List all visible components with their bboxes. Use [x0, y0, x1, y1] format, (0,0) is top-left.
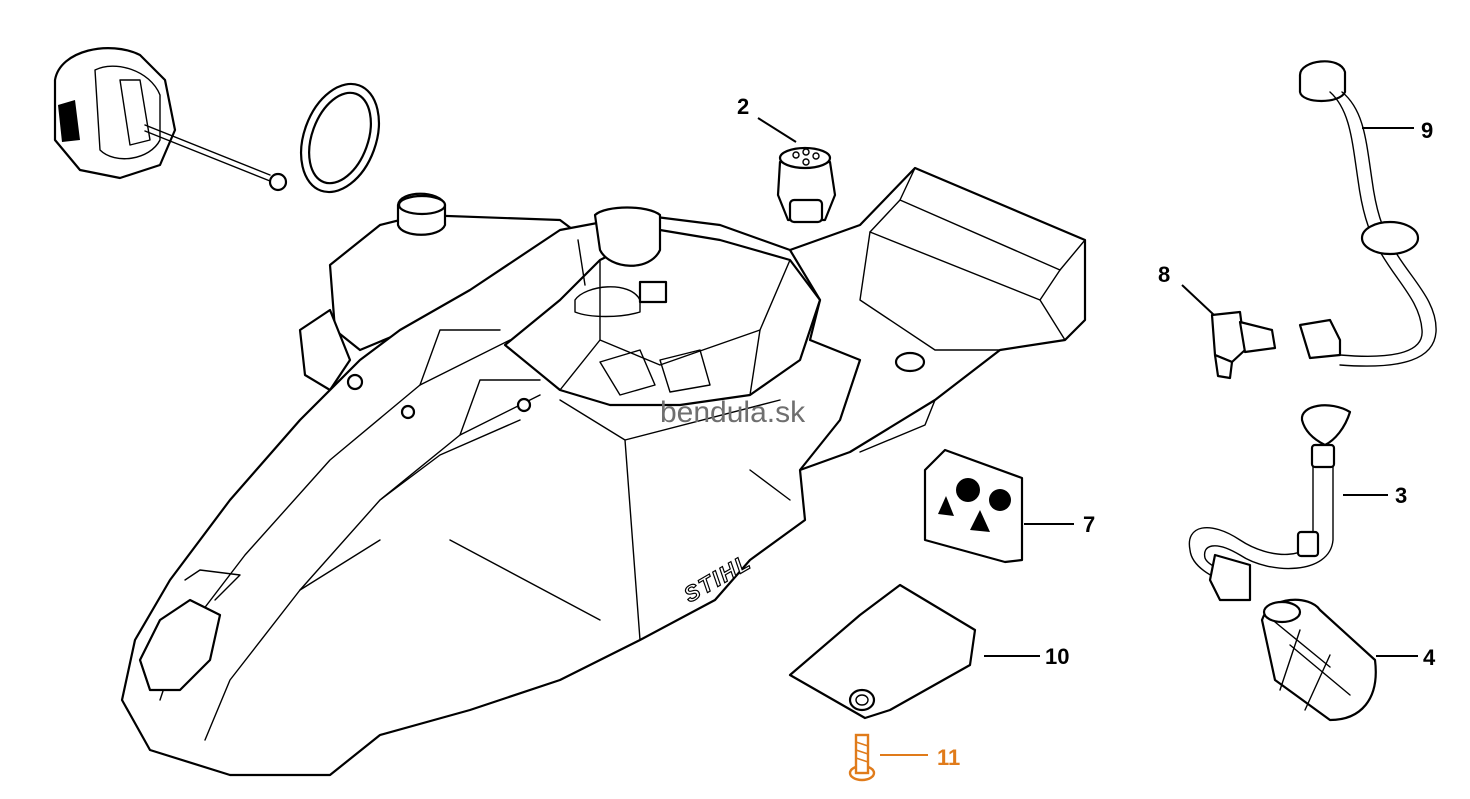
callout-9: 9 [1421, 118, 1433, 143]
callout-4: 4 [1423, 645, 1436, 670]
fuel-hose [1298, 60, 1437, 367]
vent-valve [776, 146, 837, 224]
cover-plate [788, 583, 977, 720]
callout-10: 10 [1045, 644, 1069, 669]
callout-3: 3 [1395, 483, 1407, 508]
fuel-filter [1260, 598, 1377, 722]
callout-11: 11 [937, 745, 960, 770]
leader-2 [757, 117, 797, 143]
callout-8: 8 [1158, 262, 1170, 287]
watermark: bendula.sk [660, 396, 806, 429]
leader-lines [757, 117, 1418, 756]
o-ring [300, 82, 380, 194]
elbow-connector [1210, 310, 1277, 380]
leader-8 [1181, 284, 1215, 316]
callout-2: 2 [737, 94, 749, 119]
pickup-hose [1188, 404, 1352, 602]
screw [848, 733, 876, 782]
callout-7: 7 [1083, 512, 1095, 537]
tank-housing [120, 166, 1087, 777]
filler-cap [53, 47, 288, 192]
warning-label [923, 448, 1024, 564]
